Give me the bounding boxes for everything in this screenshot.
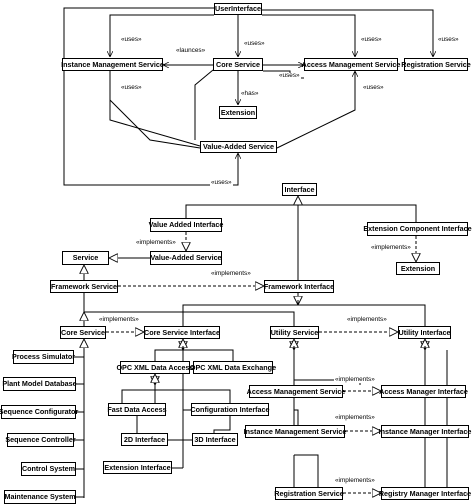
label-implements-6: «implements»	[334, 376, 376, 384]
node-utility-interface[interactable]: Utility Interface	[398, 326, 451, 339]
node-maintenance-system[interactable]: Maintenance System	[4, 490, 76, 504]
node-value-added-service[interactable]: Value-Added Service	[200, 141, 277, 153]
node-value-added-interface[interactable]: Value Added Interface	[149, 218, 223, 232]
label-uses-2: «uses»	[243, 40, 266, 48]
node-sequence-configurator[interactable]: Sequence Configurator	[0, 405, 78, 419]
node-utility-service[interactable]: Utility Service	[270, 326, 319, 339]
label-launces: «launces»	[175, 47, 207, 55]
node-core-service-interface[interactable]: Core Service Interface	[144, 326, 220, 339]
node-value-added-service-b[interactable]: Value-Added Service	[150, 251, 222, 265]
node-interface[interactable]: Interface	[282, 183, 317, 196]
label-uses-4: «uses»	[437, 36, 460, 44]
label-uses-6: «uses»	[120, 84, 143, 92]
node-process-simulator[interactable]: Process Simulator	[12, 350, 75, 364]
node-framework-interface[interactable]: Framework Interface	[264, 280, 334, 293]
node-extension-b[interactable]: Extension	[396, 262, 440, 275]
label-has: «has»	[240, 90, 260, 98]
node-sequence-controller[interactable]: Sequence Controller	[5, 433, 76, 447]
label-implements-2: «implements»	[370, 244, 412, 252]
node-opc-xml-data-exchange[interactable]: OPC XML Data Exchange	[190, 361, 276, 374]
node-instance-management-service-top[interactable]: Instance Management Service	[61, 58, 164, 71]
label-uses-8: «uses»	[210, 179, 233, 187]
node-service[interactable]: Service	[62, 251, 109, 265]
label-implements-5: «implements»	[346, 316, 388, 324]
node-core-service-b[interactable]: Core Service	[60, 326, 106, 339]
node-registration-service-top[interactable]: Registration Service	[401, 58, 471, 71]
node-registration-service-b[interactable]: Registration Service	[274, 487, 344, 500]
label-uses-3: «uses»	[360, 36, 383, 44]
node-instance-management-service-b[interactable]: Instance Management Service	[244, 425, 346, 438]
node-opc-xml-data-access[interactable]: OPC XML Data Access	[116, 361, 194, 374]
node-configuration-interface[interactable]: Configuration Interface	[190, 403, 270, 416]
node-extension-top[interactable]: Extension	[219, 106, 257, 119]
node-3d-interface[interactable]: 3D Interface	[192, 433, 238, 446]
node-extension-interface[interactable]: Extension Interface	[103, 461, 172, 474]
node-access-management-service-b[interactable]: Access Management Service	[247, 385, 345, 398]
node-control-system[interactable]: Control System	[21, 462, 76, 476]
node-core-service-top[interactable]: Core Service	[213, 58, 263, 71]
label-implements-1: «implements»	[135, 239, 177, 247]
label-implements-4: «implements»	[98, 316, 140, 324]
node-instance-manager-interface[interactable]: Instance Manager Interface	[379, 425, 471, 438]
label-implements-3: «implements»	[210, 270, 252, 278]
node-user-interface[interactable]: UserInterface	[214, 3, 262, 15]
node-fast-data-access[interactable]: Fast Data Access	[107, 403, 167, 416]
label-implements-8: «implements»	[334, 477, 376, 485]
node-plant-model-database[interactable]: Plant Model Database	[2, 377, 77, 391]
label-uses-1: «uses»	[120, 36, 143, 44]
label-implements-7: «implements»	[334, 414, 376, 422]
node-extension-component-interface[interactable]: Extension Component Interface	[363, 222, 472, 236]
label-uses-7: «uses»	[362, 84, 385, 92]
node-2d-interface[interactable]: 2D Interface	[121, 433, 168, 446]
node-access-management-service-top[interactable]: Access Management Service	[302, 58, 400, 71]
node-framework-service[interactable]: Framework Service	[50, 280, 118, 293]
node-access-manager-interface[interactable]: Access Manager Interface	[379, 385, 468, 398]
node-registry-manager-interface[interactable]: Registry Manager Interface	[379, 487, 471, 500]
label-uses-5: «uses»	[278, 72, 301, 80]
